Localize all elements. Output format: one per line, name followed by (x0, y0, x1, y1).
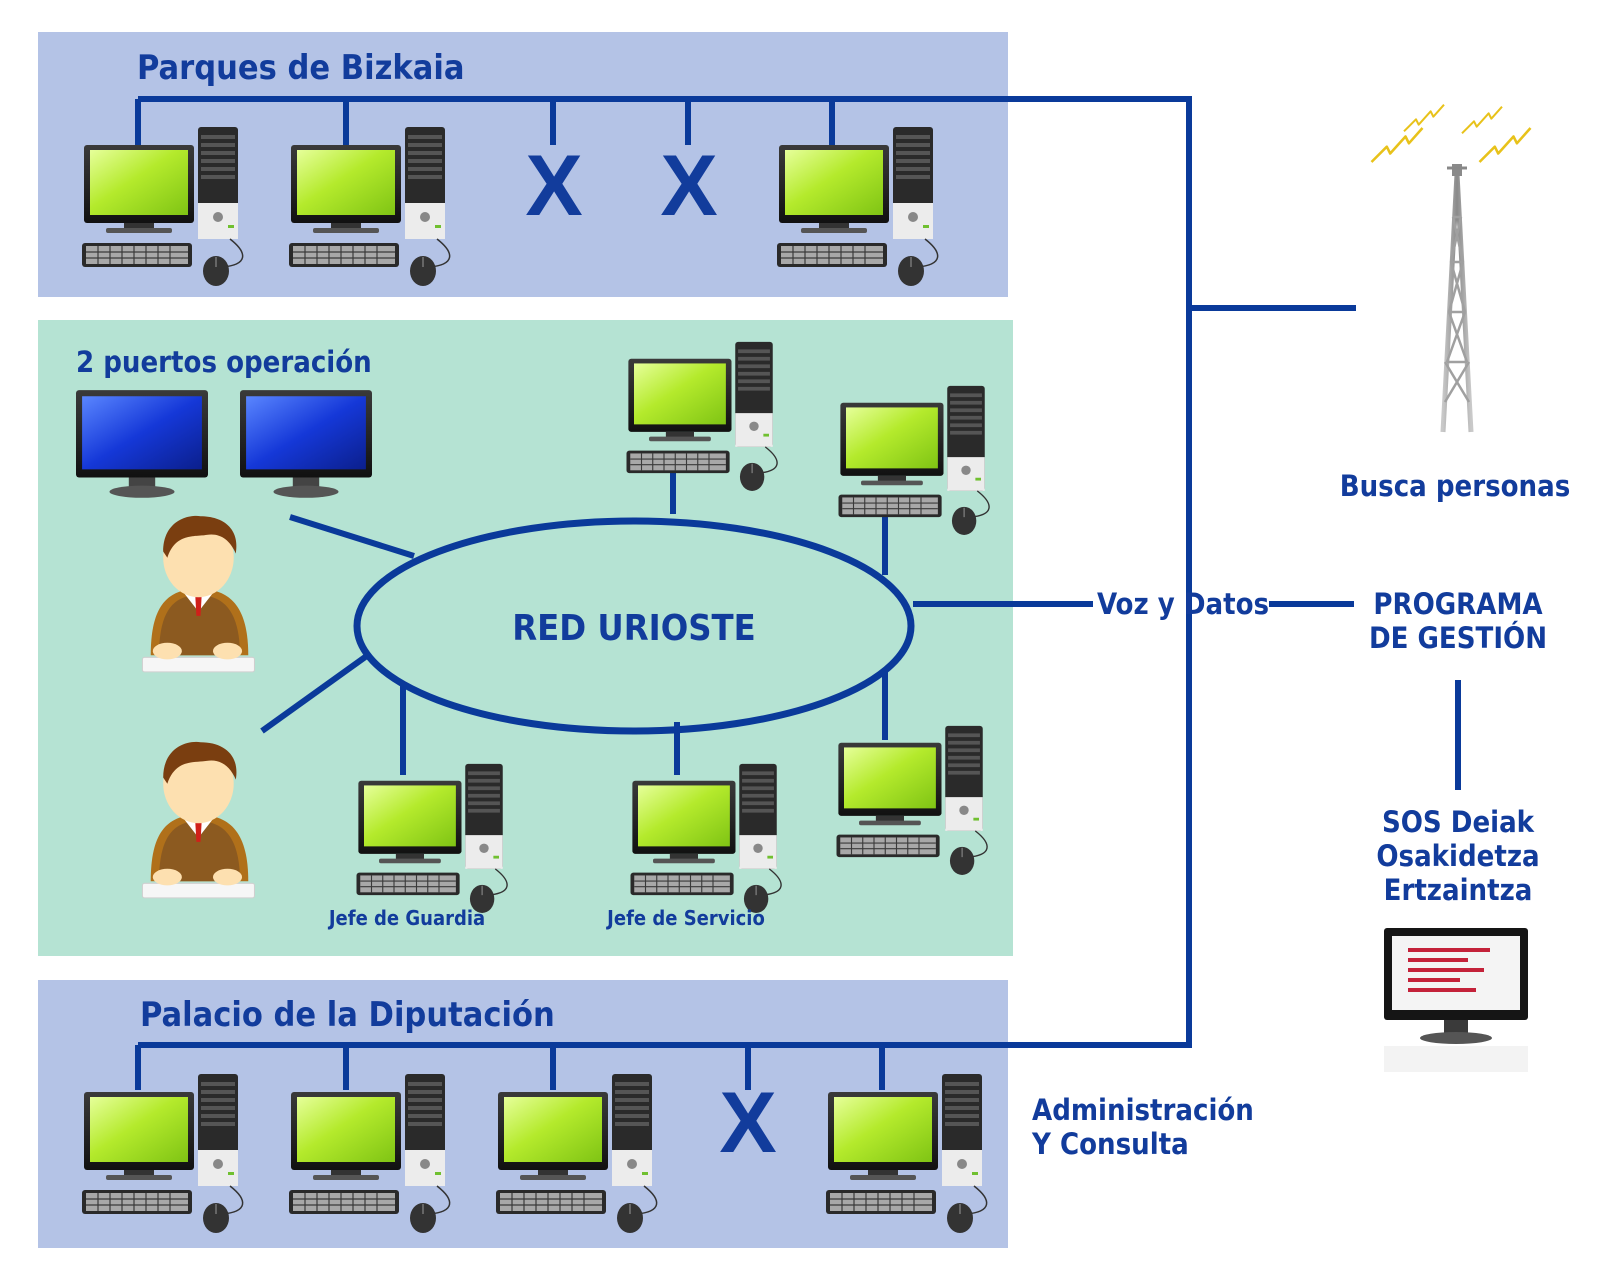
voz-datos-label: Voz y Datos (1097, 587, 1269, 621)
jefe-servicio-label: Jefe de Servicio (606, 906, 765, 930)
busca-personas-label: Busca personas (1340, 469, 1571, 503)
spark-icon (1478, 126, 1532, 164)
workstation-icon[interactable] (355, 763, 508, 914)
zone-urioste-title: 2 puertos operación (76, 345, 372, 379)
workstation-icon[interactable] (288, 1073, 451, 1234)
x-mark-icon: X (660, 138, 717, 234)
network-ring-label: RED URIOSTE (512, 608, 756, 649)
jefe-guardia-label: Jefe de Guardia (328, 906, 485, 930)
workstation-icon[interactable] (81, 1073, 244, 1234)
admin-line1: Administración (1032, 1093, 1254, 1127)
ertzaintza-label: Ertzaintza (1384, 873, 1533, 907)
document-monitor-icon (1384, 928, 1528, 1072)
workstation-icon[interactable] (629, 763, 782, 914)
workstation-icon[interactable] (288, 126, 451, 287)
x-mark-icon: X (719, 1075, 776, 1171)
spark-icon (1460, 105, 1504, 135)
radio-tower-icon (1443, 164, 1471, 432)
programa-gestion-line1: PROGRAMA (1373, 587, 1543, 621)
spark-icon (1402, 103, 1446, 133)
workstation-icon[interactable] (625, 341, 778, 492)
spark-icon (1370, 126, 1424, 164)
sos-deiak-label: SOS Deiak (1382, 805, 1535, 839)
programa-gestion-line2: DE GESTIÓN (1369, 621, 1547, 655)
urioste-spokes (260, 99, 1461, 1045)
workstation-icon[interactable] (495, 1073, 658, 1234)
x-mark-icon: X (525, 138, 582, 234)
admin-line2: Y Consulta (1031, 1127, 1189, 1161)
zone-parques-title: Parques de Bizkaia (137, 48, 464, 88)
osakidetza-label: Osakidetza (1376, 839, 1539, 873)
network-ring[interactable] (353, 517, 915, 735)
workstation-icon[interactable] (825, 1073, 988, 1234)
workstation-icon[interactable] (837, 385, 990, 536)
zone-palacio-title: Palacio de la Diputación (140, 995, 555, 1035)
workstation-icon[interactable] (81, 126, 244, 287)
workstation-icon[interactable] (776, 126, 939, 287)
workstation-icon[interactable] (835, 725, 988, 876)
